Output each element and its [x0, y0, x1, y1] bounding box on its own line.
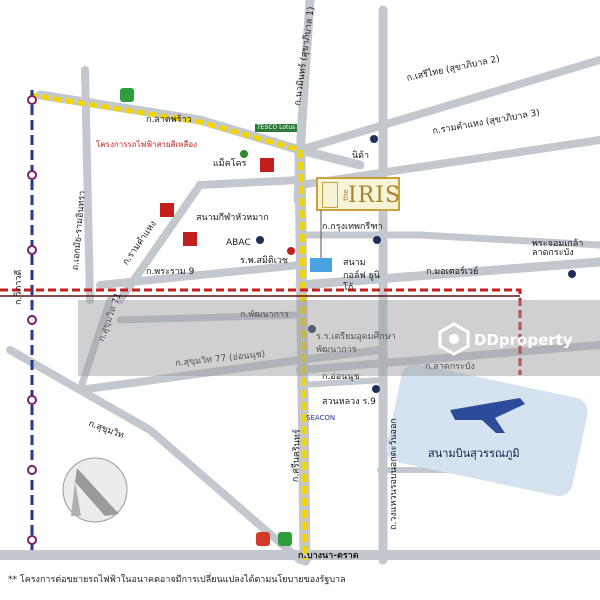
label-vibhavadi: ก.วิภาวดี	[14, 269, 24, 305]
label-krungthep-kreetha: ก.กรุงเทพกรีฑา	[322, 222, 383, 232]
hospital-marker	[287, 247, 295, 255]
the-iris-marker[interactable]: the IRIS	[316, 177, 400, 211]
label-motorway: ก.มอเตอร์เวย์	[426, 267, 479, 277]
label-airport: สนามบินสุวรรณภูมิ	[428, 447, 520, 460]
label-seacon: SEACON	[306, 414, 336, 422]
label-bangna-trat: ก.บางนา-ตราด	[298, 551, 359, 561]
label-nida: นิด้า	[352, 151, 370, 161]
label-hospital: ร.พ.สมิติเวช	[240, 256, 288, 266]
the-mall-logo-1	[260, 158, 274, 172]
the-mall-logo-2	[160, 203, 174, 217]
ddproperty-watermark-text: DDproperty	[474, 331, 573, 349]
label-srinakarin: ก.ศรีนครินทร์	[291, 429, 303, 483]
big-c-logo-2	[278, 532, 292, 546]
label-pattanakarn: ก.พัฒนาการ	[240, 310, 289, 320]
red-line-route	[0, 288, 522, 375]
label-makro: แม็คโคร	[213, 159, 247, 169]
nida-marker	[370, 135, 378, 143]
iris-location-pin	[310, 258, 332, 272]
the-mall-logo-3	[183, 232, 197, 246]
label-lat-krabang: ก.ลาดกระบัง	[425, 362, 475, 372]
label-tesco: TESCO Lotus	[255, 124, 298, 132]
label-suan-luang: สวนหลวง ร.9	[322, 397, 376, 407]
label-lat-krabang-road: พระจอมเกล้า ลาดกระบัง	[532, 239, 584, 258]
lat-krabang-marker	[568, 270, 576, 278]
label-school: ร.ร.เตรียมอุดมศึกษา พัฒนาการ	[316, 332, 396, 355]
iris-pointer	[320, 210, 322, 258]
footer-note: ** โครงการต่อขยายรถไฟฟ้าในอนาคตอาจมีการเ…	[8, 575, 346, 585]
watermark-band	[78, 300, 600, 376]
school-marker	[308, 325, 316, 333]
label-golf: สนามกอล์ฟ ยูนิโก้	[343, 258, 381, 294]
label-railway-project: โครงการรถไฟฟ้าสายสีเหลือง	[96, 140, 198, 149]
iris-logo-icon	[322, 182, 338, 208]
label-kanchanaphisek-east: ถ.วงแหวนรอบนอกตะวันออก	[389, 418, 399, 530]
iris-name: IRIS	[348, 183, 402, 208]
label-rama9: ก.พระราม 9	[146, 267, 195, 277]
tesco-logo	[256, 532, 270, 546]
ddproperty-logo-icon	[438, 322, 470, 356]
compass-icon	[62, 457, 128, 523]
yellow-line-route	[29, 92, 308, 561]
suan-luang-marker	[372, 385, 380, 393]
golf-marker	[373, 236, 381, 244]
airport-icon	[386, 363, 588, 497]
label-abac: ABAC	[226, 238, 251, 248]
big-c-logo-1	[120, 88, 134, 102]
label-stadium: สนามกีฬาหัวหมาก	[196, 213, 269, 223]
abac-marker	[256, 236, 264, 244]
makro-marker	[240, 150, 248, 158]
blue-line-stations	[27, 95, 37, 545]
label-on-nut: ก.อ่อนนุช	[322, 372, 360, 382]
label-lat-phrao: ก.ลาดพร้าว	[146, 115, 192, 125]
